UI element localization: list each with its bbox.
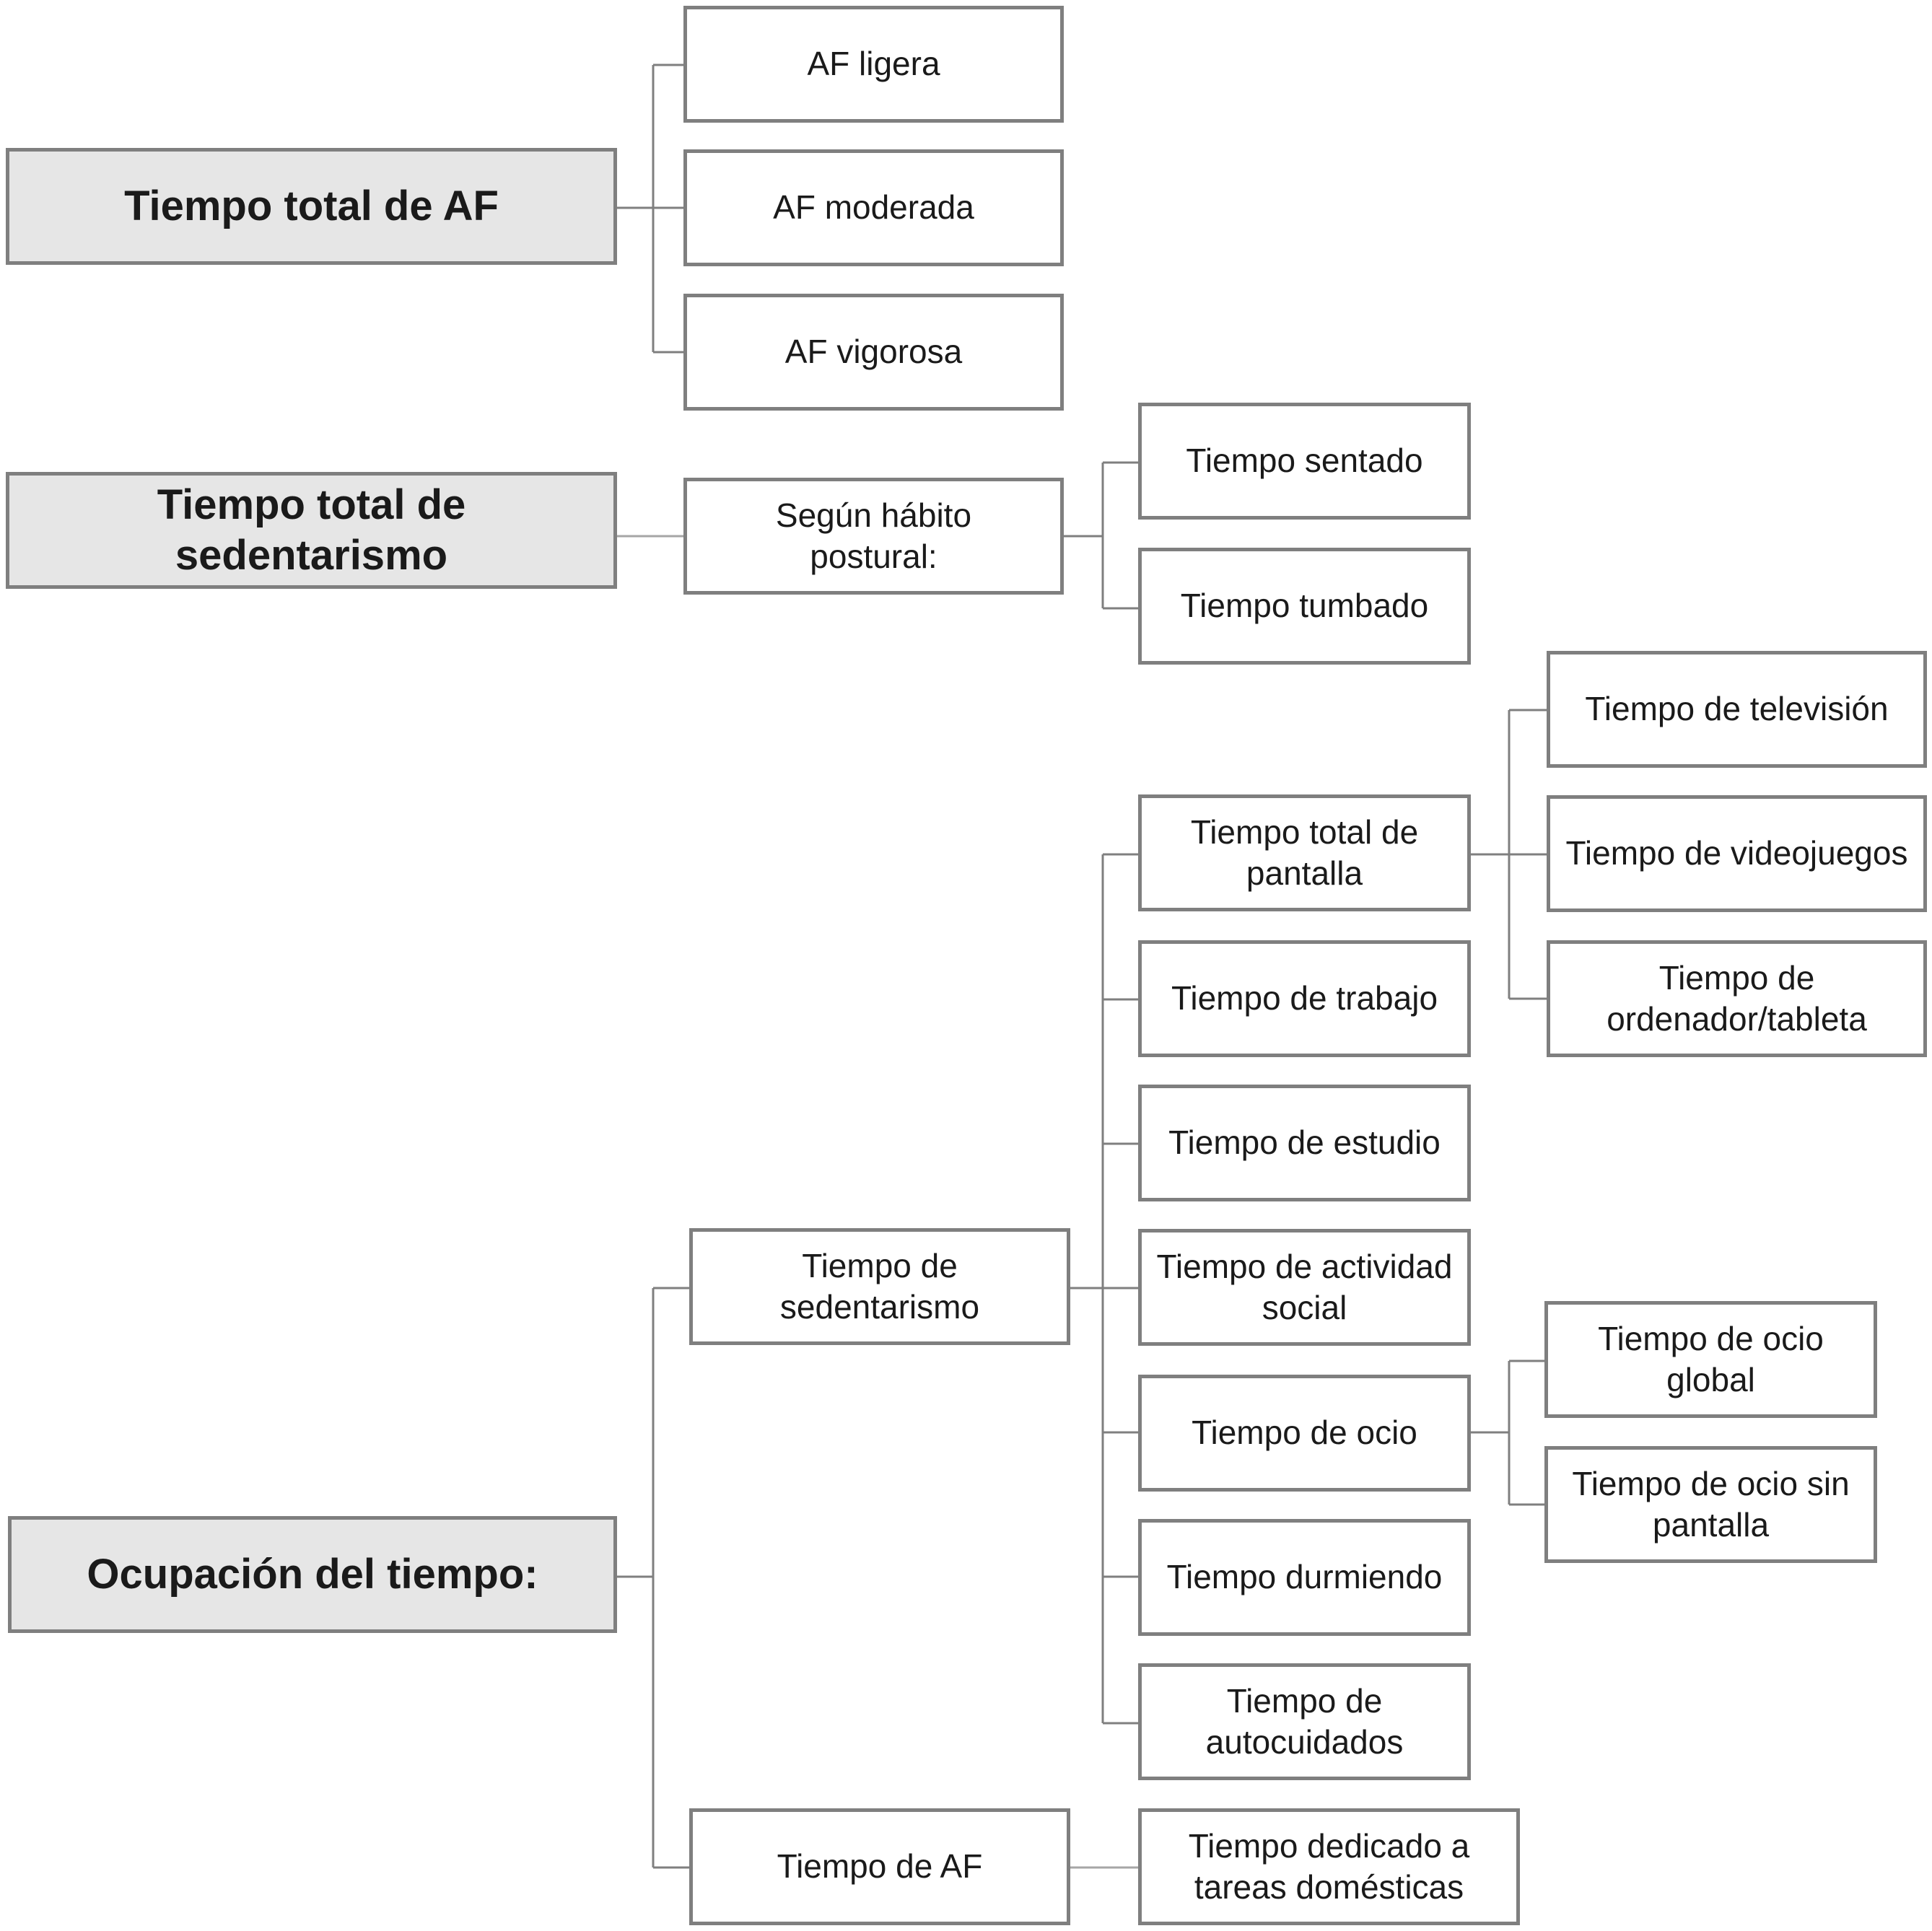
node-segun-habito-line1: Según hábito [775, 496, 972, 534]
node-tiempo-de-trabajo: Tiempo de trabajo [1138, 940, 1471, 1057]
node-af-vigorosa: AF vigorosa [683, 294, 1064, 411]
node-tiempo-tareas-domesticas: Tiempo dedicado a tareas domésticas [1138, 1808, 1520, 1925]
node-tiempo-de-sedentarismo-line1: Tiempo de [802, 1246, 958, 1284]
node-tiempo-ocio-sin-pantalla-line1: Tiempo de ocio sin [1572, 1464, 1850, 1502]
node-tiempo-autocuidados-line2: autocuidados [1205, 1723, 1404, 1761]
node-tiempo-ocio-sin-pantalla-line2: pantalla [1652, 1506, 1770, 1544]
connector-af [617, 64, 683, 354]
node-tiempo-ocio-global: Tiempo de ocio global [1544, 1301, 1877, 1418]
node-tiempo-total-pantalla: Tiempo total de pantalla [1138, 794, 1471, 911]
node-tiempo-autocuidados-line1: Tiempo de [1226, 1681, 1383, 1720]
node-tiempo-sentado: Tiempo sentado [1138, 403, 1471, 520]
node-tiempo-videojuegos-label: Tiempo de videojuegos [1565, 834, 1908, 872]
node-tiempo-de-af: Tiempo de AF [689, 1808, 1070, 1925]
node-tiempo-ocio-sin-pantalla: Tiempo de ocio sin pantalla [1544, 1446, 1877, 1563]
node-tiempo-de-trabajo-label: Tiempo de trabajo [1171, 979, 1438, 1017]
node-tiempo-autocuidados: Tiempo de autocuidados [1138, 1663, 1471, 1780]
node-tiempo-durmiendo-label: Tiempo durmiendo [1166, 1558, 1443, 1596]
node-tiempo-de-estudio-label: Tiempo de estudio [1168, 1124, 1441, 1162]
node-tiempo-de-ocio: Tiempo de ocio [1138, 1375, 1471, 1492]
root-tiempo-total-af: Tiempo total de AF [6, 148, 617, 265]
node-tiempo-sentado-label: Tiempo sentado [1186, 442, 1423, 480]
node-tiempo-total-pantalla-line2: pantalla [1246, 854, 1363, 892]
root-tiempo-total-sedentarismo: Tiempo total de sedentarismo [6, 472, 617, 589]
node-tiempo-actividad-social-line2: social [1262, 1289, 1347, 1326]
node-tiempo-total-pantalla-line1: Tiempo total de [1190, 813, 1419, 851]
node-tiempo-ocio-global-line2: global [1666, 1361, 1755, 1398]
node-tiempo-ordenador-line1: Tiempo de [1658, 958, 1815, 997]
root-tiempo-total-sedentarismo-line2: sedentarismo [175, 532, 448, 579]
node-tiempo-durmiendo: Tiempo durmiendo [1138, 1519, 1471, 1636]
node-tiempo-ordenador-tableta: Tiempo de ordenador/tableta [1547, 940, 1927, 1057]
node-tiempo-de-af-label: Tiempo de AF [777, 1847, 983, 1886]
node-segun-habito-line2: postural: [810, 538, 937, 575]
connector-sedentarismo [1070, 853, 1138, 1725]
node-tiempo-de-estudio: Tiempo de estudio [1138, 1085, 1471, 1201]
node-tiempo-actividad-social: Tiempo de actividad social [1138, 1229, 1471, 1346]
root-ocupacion-del-tiempo-label: Ocupación del tiempo: [87, 1551, 538, 1598]
root-tiempo-total-af-label: Tiempo total de AF [124, 183, 499, 230]
node-tiempo-de-ocio-label: Tiempo de ocio [1192, 1414, 1417, 1452]
connector-pantalla [1471, 709, 1547, 1000]
connector-habito [1064, 461, 1138, 610]
node-tiempo-videojuegos: Tiempo de videojuegos [1547, 795, 1927, 912]
node-tiempo-television-label: Tiempo de televisión [1585, 690, 1889, 728]
connector-ocio [1471, 1359, 1544, 1506]
connector-ocupacion [617, 1287, 689, 1869]
root-tiempo-total-sedentarismo-line1: Tiempo total de [157, 481, 466, 529]
node-tiempo-de-sedentarismo: Tiempo de sedentarismo [689, 1228, 1070, 1345]
node-tiempo-tumbado-label: Tiempo tumbado [1180, 587, 1429, 625]
node-segun-habito-postural: Según hábito postural: [683, 478, 1064, 595]
root-ocupacion-del-tiempo: Ocupación del tiempo: [8, 1516, 617, 1633]
node-af-ligera: AF ligera [683, 6, 1064, 123]
node-tiempo-ocio-global-line1: Tiempo de ocio [1598, 1319, 1824, 1357]
node-tiempo-tareas-domesticas-line1: Tiempo dedicado a [1188, 1826, 1470, 1865]
node-tiempo-tumbado: Tiempo tumbado [1138, 548, 1471, 665]
node-af-ligera-label: AF ligera [807, 45, 940, 83]
node-af-moderada: AF moderada [683, 149, 1064, 266]
node-tiempo-tareas-domesticas-line2: tareas domésticas [1194, 1868, 1464, 1906]
node-tiempo-television: Tiempo de televisión [1547, 651, 1927, 768]
node-tiempo-actividad-social-line1: Tiempo de actividad [1156, 1247, 1453, 1285]
node-tiempo-ordenador-line2: ordenador/tableta [1607, 1000, 1867, 1038]
node-af-moderada-label: AF moderada [773, 188, 974, 227]
node-af-vigorosa-label: AF vigorosa [784, 333, 963, 371]
node-tiempo-de-sedentarismo-line2: sedentarismo [779, 1288, 980, 1326]
